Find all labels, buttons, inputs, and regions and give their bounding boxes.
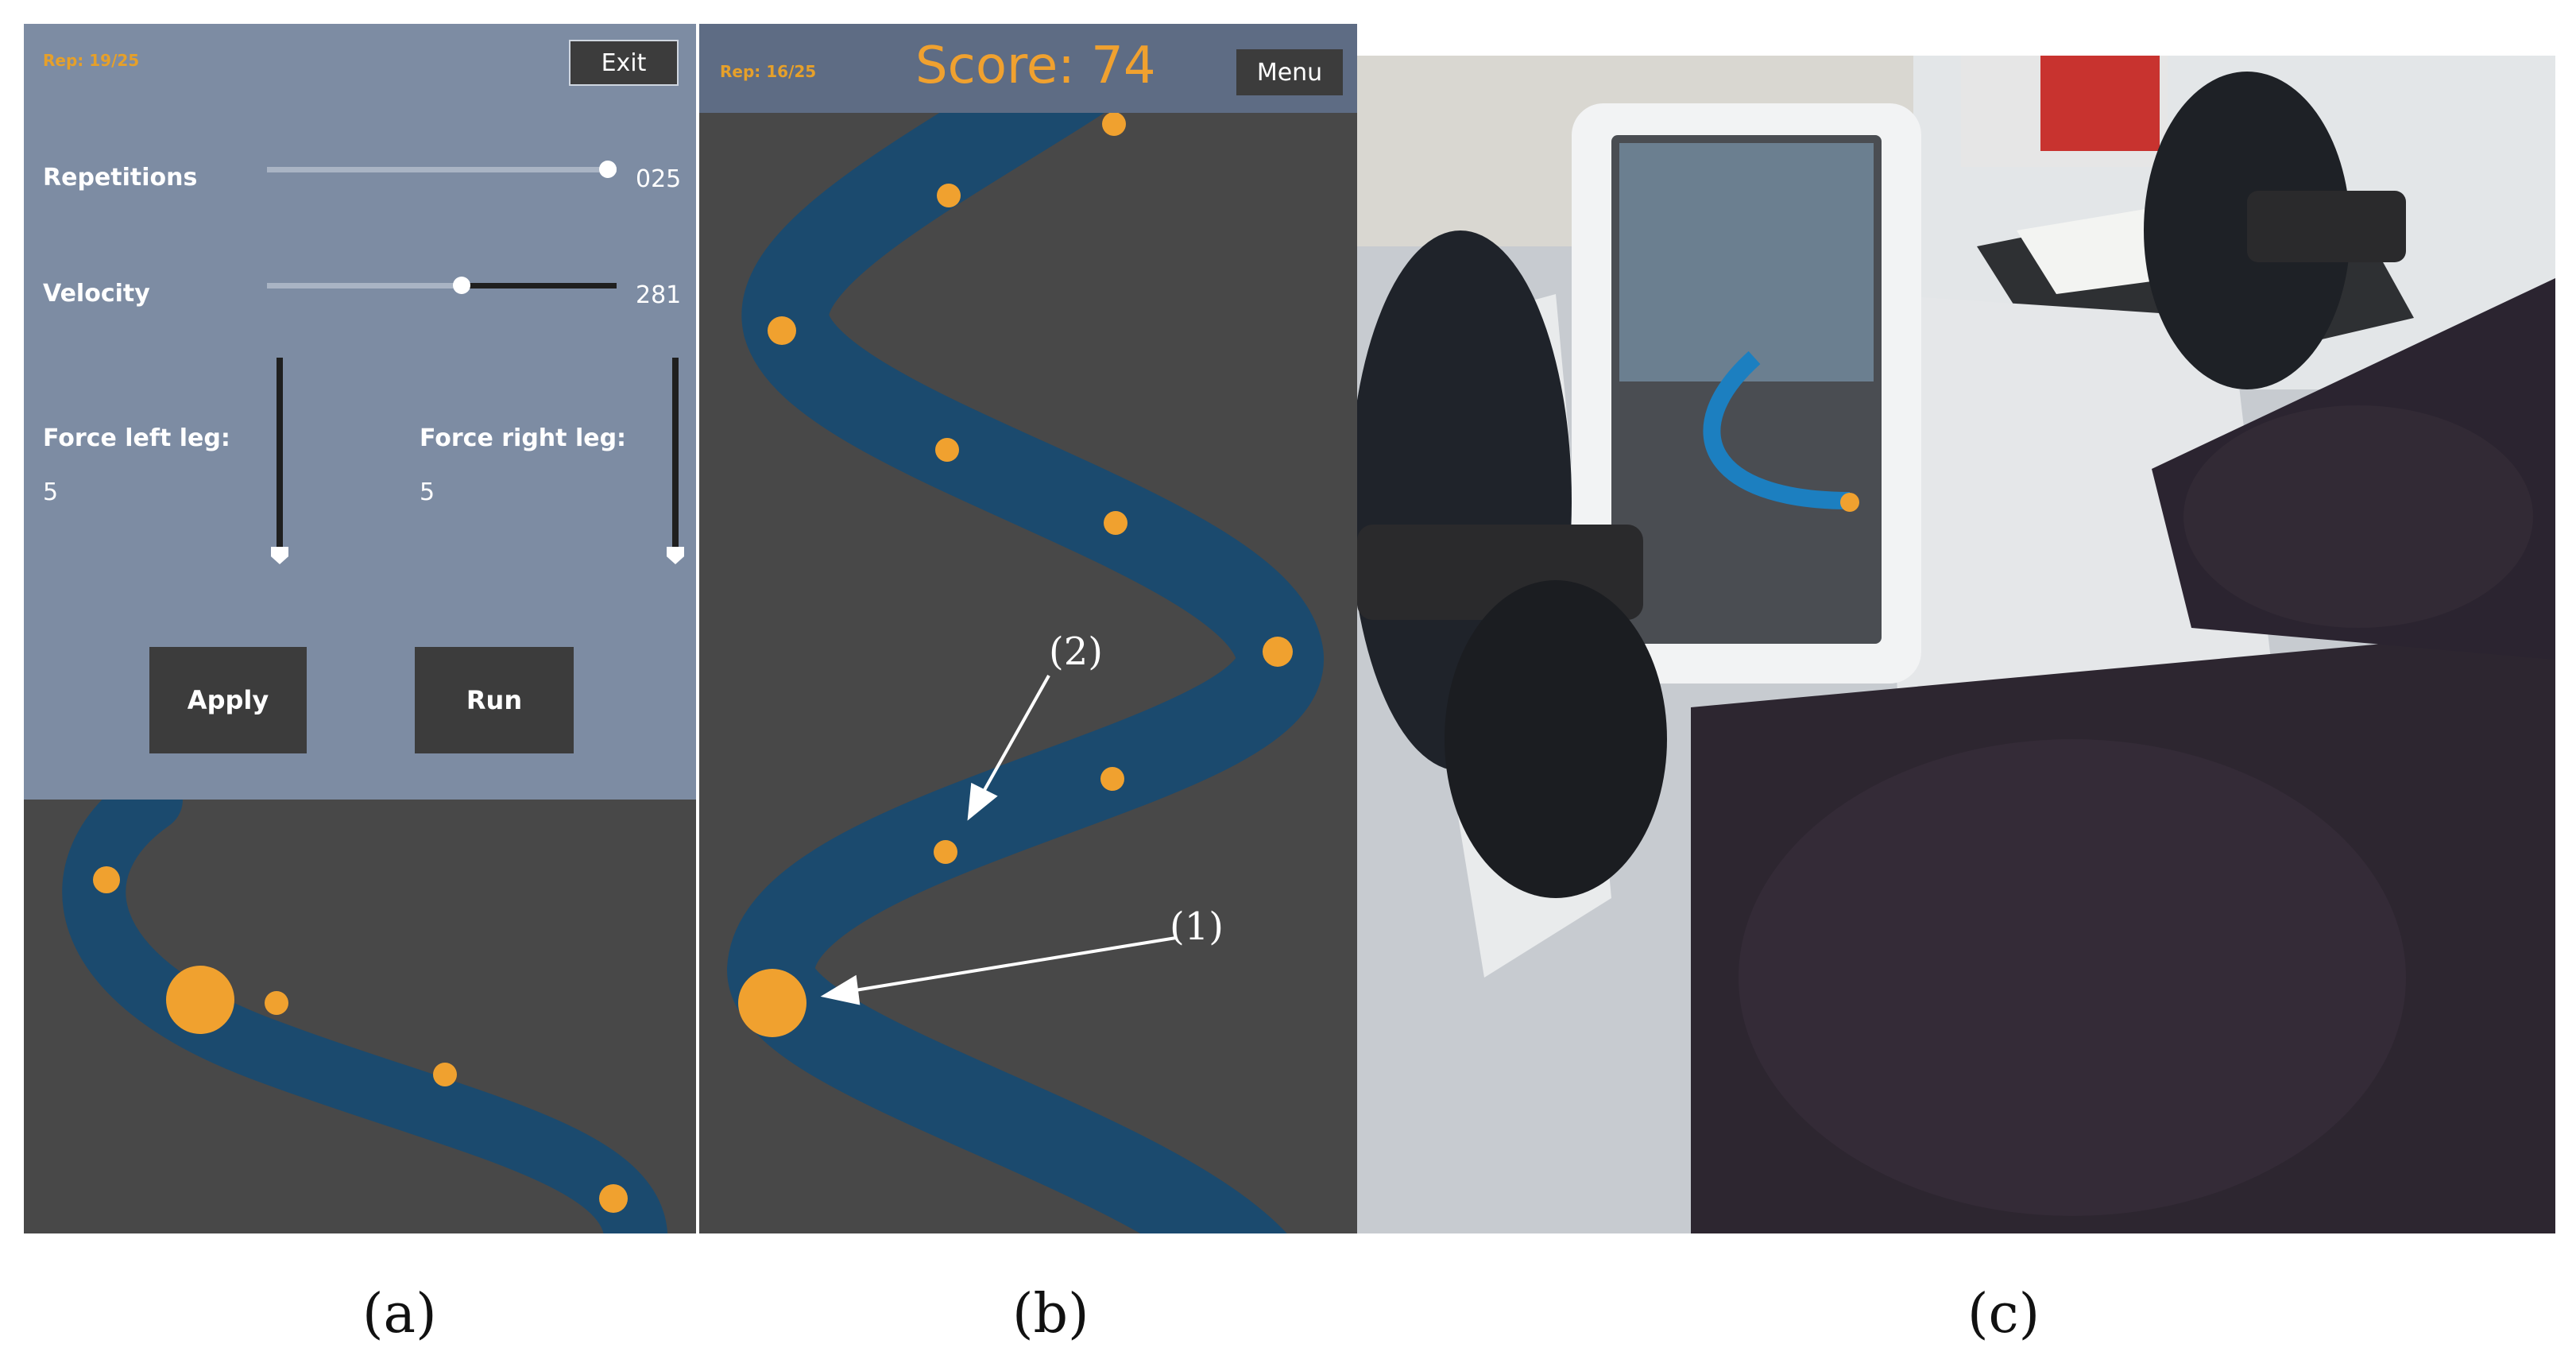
- arrow-2-line: [976, 675, 1050, 804]
- velocity-label: Velocity: [43, 280, 150, 308]
- force-left-slider[interactable]: [271, 358, 288, 564]
- coin: [599, 1184, 628, 1213]
- velocity-slider[interactable]: [267, 277, 617, 294]
- menu-button[interactable]: Menu: [1236, 49, 1343, 95]
- caption-c: (c): [1967, 1283, 2040, 1346]
- coin: [433, 1063, 457, 1086]
- repetitions-slider[interactable]: [267, 161, 617, 178]
- photo-illustration: [1357, 56, 2555, 1233]
- force-left-slider-handle[interactable]: [271, 547, 288, 564]
- coin: [265, 991, 288, 1015]
- panel-b-track-canvas: [726, 24, 1324, 1233]
- force-left-label: Force left leg:: [43, 424, 230, 452]
- coin: [1263, 637, 1293, 667]
- velocity-slider-fill: [462, 283, 617, 289]
- repetitions-value: 025: [636, 165, 682, 193]
- repetitions-slider-handle[interactable]: [599, 161, 617, 178]
- panel-a-game-screen: Rep: 19/25 Exit Repetitions 025 Velocity…: [24, 24, 696, 1233]
- settings-overlay: Rep: 19/25 Exit Repetitions 025 Velocity…: [24, 24, 696, 800]
- annotation-arrows: [820, 675, 1177, 1005]
- force-right-label: Force right leg:: [420, 424, 627, 452]
- score-display: Score: 74: [915, 37, 1156, 95]
- force-right-slider[interactable]: [667, 358, 684, 564]
- arrow-1-line: [835, 936, 1177, 995]
- player-ball: [166, 966, 234, 1034]
- force-left-value: 5: [43, 478, 59, 506]
- exit-button[interactable]: Exit: [569, 40, 679, 86]
- velocity-slider-handle[interactable]: [453, 277, 471, 294]
- coin: [935, 438, 959, 462]
- coin: [768, 316, 796, 345]
- force-right-slider-handle[interactable]: [667, 547, 684, 564]
- coin: [1104, 511, 1127, 535]
- track-path: [726, 24, 1324, 1233]
- arrow-2-head: [967, 782, 998, 821]
- force-right-value: 5: [420, 478, 435, 506]
- repetitions-label: Repetitions: [43, 164, 198, 192]
- coin: [937, 184, 961, 207]
- caption-a: (a): [362, 1283, 437, 1346]
- player-ball: [738, 969, 806, 1037]
- velocity-value: 281: [636, 281, 682, 309]
- panel-c-photo: [1357, 56, 2555, 1233]
- coin: [1102, 112, 1126, 136]
- coin: [1100, 767, 1124, 791]
- apply-button[interactable]: Apply: [149, 647, 307, 753]
- annotation-label-2: (2): [1049, 629, 1103, 674]
- annotation-label-1: (1): [1170, 904, 1224, 949]
- panel-a-track-canvas: [62, 768, 667, 1233]
- run-button[interactable]: Run: [415, 647, 574, 753]
- arrow-1-head: [820, 974, 861, 1005]
- rep-counter: Rep: 19/25: [43, 51, 140, 70]
- panel-b-game-screen: Rep: 16/25 Score: 74 Menu (1) (2): [699, 24, 1357, 1233]
- rep-counter: Rep: 16/25: [720, 62, 817, 81]
- coin: [934, 840, 957, 864]
- caption-b: (b): [1012, 1283, 1089, 1346]
- coin: [93, 866, 120, 893]
